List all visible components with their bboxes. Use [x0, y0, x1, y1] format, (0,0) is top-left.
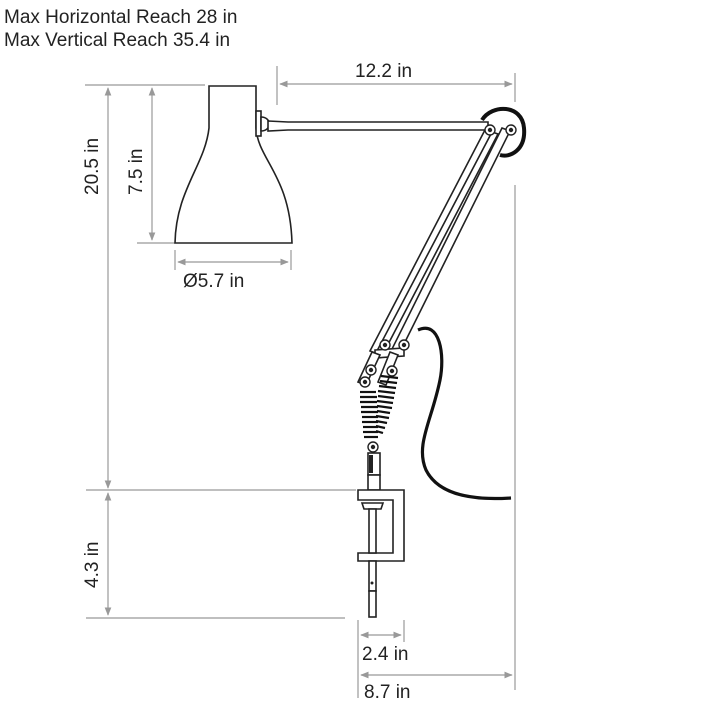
clamp-assembly — [357, 452, 405, 618]
power-cable — [417, 326, 512, 501]
total-height-dimension: 20.5 in — [82, 138, 103, 195]
clamp-opening-dimension: 2.4 in — [362, 644, 408, 665]
arm-reach-dimension: 12.2 in — [355, 61, 412, 82]
lamp-illustration — [174, 85, 489, 244]
pivot-joints — [359, 124, 517, 453]
lower-arm-rods — [356, 126, 512, 387]
shade-height-dimension: 7.5 in — [126, 149, 147, 195]
overall-width-dimension: 8.7 in — [364, 682, 410, 703]
max-horizontal-reach-label: Max Horizontal Reach 28 in — [4, 7, 238, 28]
lamp-shade — [174, 85, 293, 244]
c-clamp — [357, 489, 405, 562]
shade-diameter-dimension: Ø5.7 in — [183, 271, 244, 292]
dimension-lines — [85, 66, 516, 698]
arm-hub-ring — [480, 106, 527, 158]
max-vertical-reach-label: Max Vertical Reach 35.4 in — [4, 30, 231, 51]
clamp-height-dimension: 4.3 in — [82, 542, 103, 588]
tension-springs — [360, 374, 399, 439]
